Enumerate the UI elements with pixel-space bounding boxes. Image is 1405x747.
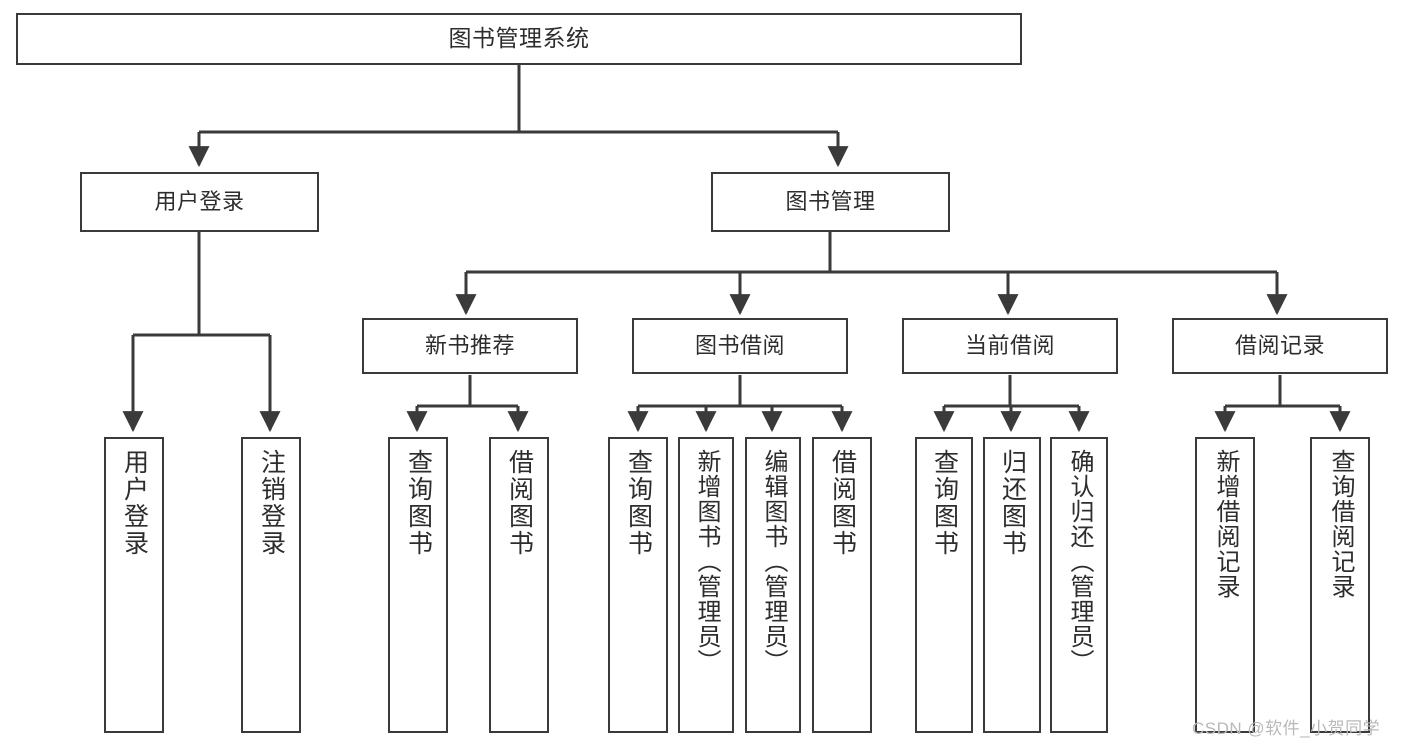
leaf-query-book-current[interactable]: 查询图书	[915, 437, 973, 733]
leaf-borrow-book[interactable]: 借阅图书	[812, 437, 872, 733]
node-book-management[interactable]: 图书管理	[711, 172, 950, 232]
leaf-logout-login[interactable]: 注销登录	[241, 437, 301, 733]
leaf-query-book-borrow[interactable]: 查询图书	[608, 437, 668, 733]
node-borrow-records[interactable]: 借阅记录	[1172, 318, 1388, 374]
node-current-borrow[interactable]: 当前借阅	[902, 318, 1118, 374]
leaf-borrow-book-recommend[interactable]: 借阅图书	[489, 437, 549, 733]
node-label: 查询图书	[930, 449, 959, 557]
leaf-add-book-admin[interactable]: 新增图书（管理员）	[678, 437, 734, 733]
node-label: 图书借阅	[694, 333, 785, 359]
leaf-user-login[interactable]: 用户登录	[104, 437, 164, 733]
node-label: 图书管理	[785, 189, 876, 215]
node-label: 查询图书	[404, 449, 433, 557]
node-label: 查询图书	[624, 449, 653, 557]
node-label: 确认归还（管理员）	[1065, 449, 1093, 674]
node-label: 借阅图书	[505, 449, 534, 557]
node-new-book-recommend[interactable]: 新书推荐	[362, 318, 578, 374]
node-book-borrow[interactable]: 图书借阅	[632, 318, 848, 374]
leaf-edit-book-admin[interactable]: 编辑图书（管理员）	[745, 437, 801, 733]
node-label: 借阅记录	[1234, 333, 1325, 359]
node-label: 当前借阅	[964, 333, 1055, 359]
node-label: 新增图书（管理员）	[692, 449, 720, 674]
leaf-query-borrow-record[interactable]: 查询借阅记录	[1310, 437, 1370, 733]
node-label: 新增借阅记录	[1211, 449, 1239, 599]
node-root-book-management-system[interactable]: 图书管理系统	[16, 13, 1022, 65]
watermark: CSDN @软件_小贺同学	[1192, 719, 1381, 738]
node-user-login[interactable]: 用户登录	[80, 172, 319, 232]
leaf-confirm-return-admin[interactable]: 确认归还（管理员）	[1050, 437, 1108, 733]
node-label: 查询借阅记录	[1326, 449, 1354, 599]
node-label: 图书管理系统	[448, 25, 590, 52]
node-label: 归还图书	[998, 449, 1027, 557]
leaf-add-borrow-record[interactable]: 新增借阅记录	[1195, 437, 1255, 733]
node-label: 借阅图书	[828, 449, 857, 557]
leaf-query-book-recommend[interactable]: 查询图书	[388, 437, 448, 733]
node-label: 用户登录	[154, 189, 245, 215]
node-label: 编辑图书（管理员）	[759, 449, 787, 674]
node-label: 新书推荐	[424, 333, 515, 359]
node-label: 注销登录	[257, 449, 286, 557]
node-label: 用户登录	[120, 449, 149, 557]
leaf-return-book[interactable]: 归还图书	[983, 437, 1041, 733]
